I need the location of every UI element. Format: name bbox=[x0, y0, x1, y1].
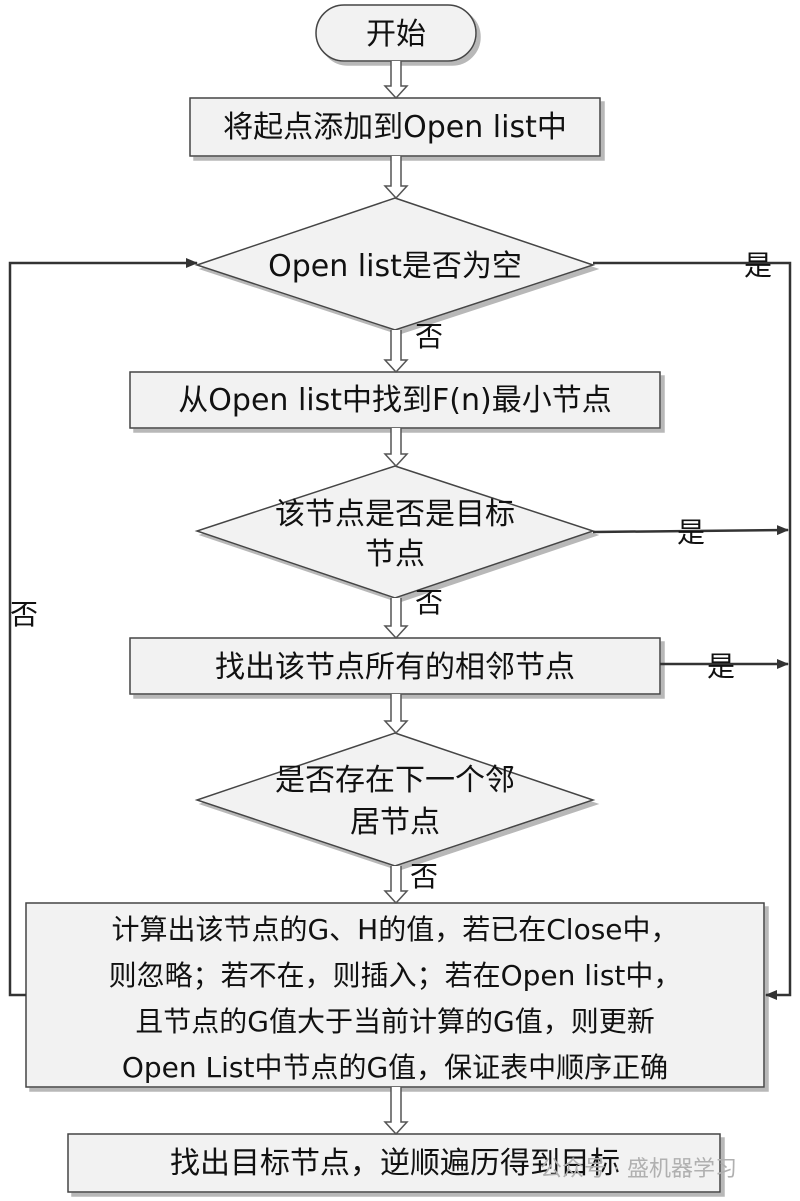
is-target-yes-connector bbox=[592, 525, 789, 536]
has-next-decision-label-1: 是否存在下一个邻 bbox=[275, 763, 515, 798]
label-is-target-no: 否 bbox=[415, 586, 443, 619]
down-arrow-3 bbox=[383, 330, 409, 374]
final-node bbox=[67, 1133, 721, 1193]
compute-node-line-2: 则忽略；若不在，则插入；若在Open list中， bbox=[109, 959, 682, 992]
loop-back-connector bbox=[8, 258, 198, 997]
label-open-empty-no: 否 bbox=[415, 320, 443, 353]
down-arrow-2 bbox=[383, 156, 409, 200]
add-start-node-label: 将起点添加到Open list中 bbox=[223, 110, 567, 145]
is-target-decision bbox=[194, 465, 596, 599]
label-loop-no: 否 bbox=[10, 598, 38, 631]
down-arrow-4 bbox=[383, 428, 409, 468]
label-open-empty-yes: 是 bbox=[744, 249, 772, 282]
start-node-label: 开始 bbox=[366, 17, 426, 52]
add-start-node bbox=[189, 97, 601, 157]
down-arrow-7 bbox=[383, 866, 409, 905]
down-arrow-5 bbox=[383, 598, 409, 640]
compute-node-line-4: Open List中节点的G值，保证表中顺序正确 bbox=[122, 1051, 668, 1084]
final-node-label: 找出目标节点，逆顺遍历得到目标 bbox=[170, 1146, 620, 1181]
down-arrow-8 bbox=[383, 1087, 409, 1136]
has-next-decision-label-2: 居节点 bbox=[350, 805, 440, 840]
has-next-decision bbox=[194, 732, 596, 867]
label-has-next-no: 否 bbox=[410, 860, 438, 893]
open-empty-decision-label: Open list是否为空 bbox=[268, 249, 522, 284]
open-empty-yes-connector bbox=[593, 261, 792, 1000]
find-min-node-label: 从Open list中找到F(n)最小节点 bbox=[178, 383, 611, 418]
compute-node-line-3: 且节点的G值大于当前计算的G值，则更新 bbox=[135, 1005, 654, 1038]
down-arrow-6 bbox=[383, 694, 409, 735]
compute-node-line-1: 计算出该节点的G、H的值，若已在Close中， bbox=[111, 913, 678, 946]
find-neighbors-node-label: 找出该节点所有的相邻节点 bbox=[215, 650, 575, 685]
watermark: 公众号 · 盛机器学习 bbox=[540, 1157, 737, 1182]
label-is-target-yes: 是 bbox=[677, 516, 705, 549]
label-find-neighbors-yes: 是 bbox=[707, 650, 735, 683]
is-target-decision-label-2: 节点 bbox=[365, 537, 425, 572]
is-target-decision-label-1: 该节点是否是目标 bbox=[275, 497, 515, 532]
down-arrow-1 bbox=[383, 61, 409, 100]
vertical-connectors bbox=[383, 61, 409, 1136]
